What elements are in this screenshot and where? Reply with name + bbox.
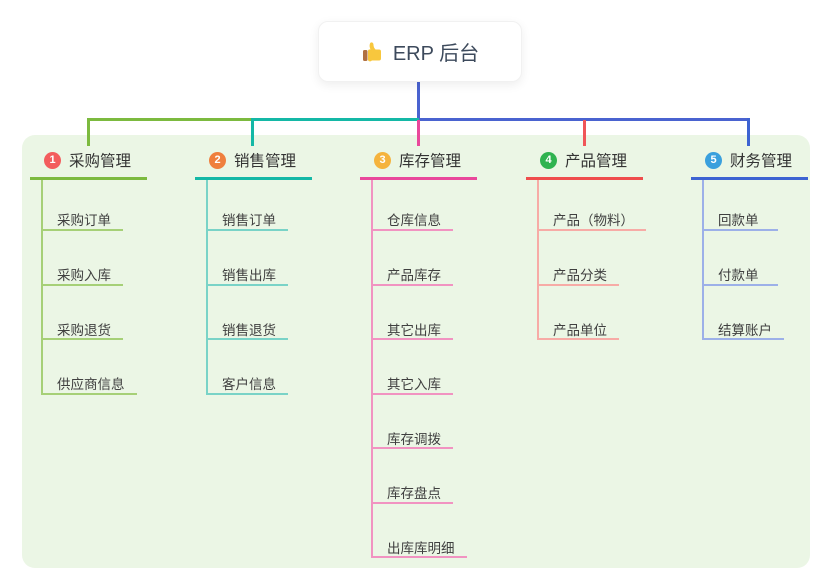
branch-finance: 5 财务管理 回款单 付款单 结算账户 [691,150,808,340]
node-item[interactable]: 销售出库 [206,231,288,286]
branch-header-sales[interactable]: 2 销售管理 [195,150,312,180]
branch-drop-line-4 [583,120,586,146]
node-item[interactable]: 库存盘点 [371,449,453,504]
node-item[interactable]: 采购入库 [41,231,123,286]
node-item[interactable]: 采购退货 [41,285,123,340]
node-item[interactable]: 产品（物料） [537,180,646,231]
branch-sales: 2 销售管理 销售订单 销售出库 销售退货 客户信息 [195,150,312,395]
branch-drop-line-5 [747,118,750,146]
node-item[interactable]: 回款单 [702,180,778,231]
rail-segment-green [87,118,253,121]
root-connector-line [417,82,420,119]
branch-label: 销售管理 [234,153,297,170]
node-item[interactable]: 出库库明细 [371,503,467,558]
node-item[interactable]: 其它出库 [371,285,453,340]
branch-children: 销售订单 销售出库 销售退货 客户信息 [206,180,312,395]
thumbs-up-icon [361,41,383,63]
branches-background-panel [22,135,810,568]
node-item[interactable]: 产品分类 [537,231,619,286]
node-item[interactable]: 仓库信息 [371,180,453,231]
branch-label: 产品管理 [565,153,628,170]
branch-product: 4 产品管理 产品（物料） 产品分类 产品单位 [526,150,646,340]
branch-children: 仓库信息 产品库存 其它出库 其它入库 库存调拨 库存盘点 出库库明细 [371,180,477,558]
branch-label: 采购管理 [69,153,132,170]
node-item[interactable]: 库存调拨 [371,394,453,449]
branch-children: 采购订单 采购入库 采购退货 供应商信息 [41,180,147,395]
branch-number-badge: 3 [374,151,391,169]
root-node[interactable]: ERP 后台 [318,21,522,82]
node-item[interactable]: 供应商信息 [41,340,137,395]
branch-children: 产品（物料） 产品分类 产品单位 [537,180,646,340]
rail-segment-blue [419,118,750,121]
branch-header-product[interactable]: 4 产品管理 [526,150,643,180]
branch-drop-line-2 [251,118,254,146]
branch-children: 回款单 付款单 结算账户 [702,180,808,340]
node-item[interactable]: 产品库存 [371,231,453,286]
rail-segment-teal [253,118,419,121]
root-title: ERP 后台 [392,43,480,65]
node-item[interactable]: 销售订单 [206,180,288,231]
branch-number-badge: 5 [705,151,722,169]
node-item[interactable]: 产品单位 [537,285,619,340]
node-item[interactable]: 客户信息 [206,340,288,395]
branch-drop-line-1 [87,118,90,146]
node-item[interactable]: 结算账户 [702,285,784,340]
branch-purchase: 1 采购管理 采购订单 采购入库 采购退货 供应商信息 [30,150,147,395]
node-item[interactable]: 付款单 [702,231,778,286]
branch-label: 财务管理 [730,153,793,170]
branch-number-badge: 2 [209,151,226,169]
branch-inventory: 3 库存管理 仓库信息 产品库存 其它出库 其它入库 库存调拨 库存盘点 出库库… [360,150,477,558]
node-item[interactable]: 销售退货 [206,285,288,340]
branch-header-finance[interactable]: 5 财务管理 [691,150,808,180]
node-item[interactable]: 其它入库 [371,340,453,395]
branch-header-inventory[interactable]: 3 库存管理 [360,150,477,180]
branch-number-badge: 1 [44,151,61,169]
branch-label: 库存管理 [399,153,462,170]
branch-drop-line-3 [417,120,420,146]
branch-header-purchase[interactable]: 1 采购管理 [30,150,147,180]
node-item[interactable]: 采购订单 [41,180,123,231]
branch-number-badge: 4 [540,151,557,169]
